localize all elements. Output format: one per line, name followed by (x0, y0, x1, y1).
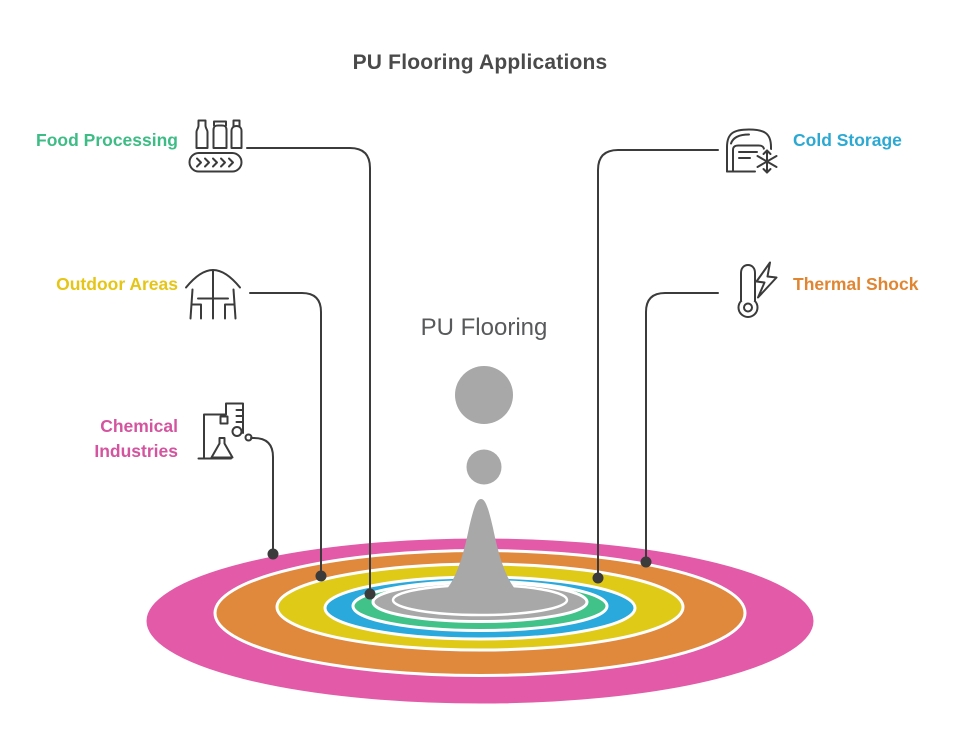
page-title: PU Flooring Applications (352, 51, 608, 74)
label-food-processing: Food Processing (36, 130, 178, 150)
droplet-large (455, 366, 513, 424)
dot-food-processing (364, 588, 376, 600)
dot-outdoor-areas (315, 570, 327, 582)
connector-cold-storage (597, 149, 719, 579)
label-chemical-industries: Chemical Industries (94, 416, 178, 461)
connector-thermal-shock (645, 292, 719, 563)
cold-warehouse-snowflake-icon (726, 128, 780, 174)
connector-outdoor-areas (249, 292, 322, 577)
droplet-small (466, 449, 502, 485)
connector-food-processing (246, 147, 371, 595)
label-cold-storage: Cold Storage (793, 130, 902, 150)
splash-graphic (371, 366, 589, 623)
splash-column (425, 499, 537, 609)
chemical-plant-flask-icon (197, 402, 253, 460)
center-label: PU Flooring (420, 314, 548, 341)
connector-chemical-industries (250, 437, 274, 555)
label-thermal-shock: Thermal Shock (793, 274, 919, 294)
dot-cold-storage (592, 572, 604, 584)
connector-dots (267, 548, 652, 600)
bottles-conveyor-icon (188, 119, 243, 173)
label-outdoor-areas: Outdoor Areas (56, 274, 178, 294)
connector-lines (246, 147, 719, 595)
thermometer-lightning-icon (737, 261, 778, 318)
dot-chemical-industries (267, 548, 279, 560)
icons (185, 119, 780, 460)
dot-thermal-shock (640, 556, 652, 568)
patio-umbrella-table-icon (185, 269, 241, 320)
